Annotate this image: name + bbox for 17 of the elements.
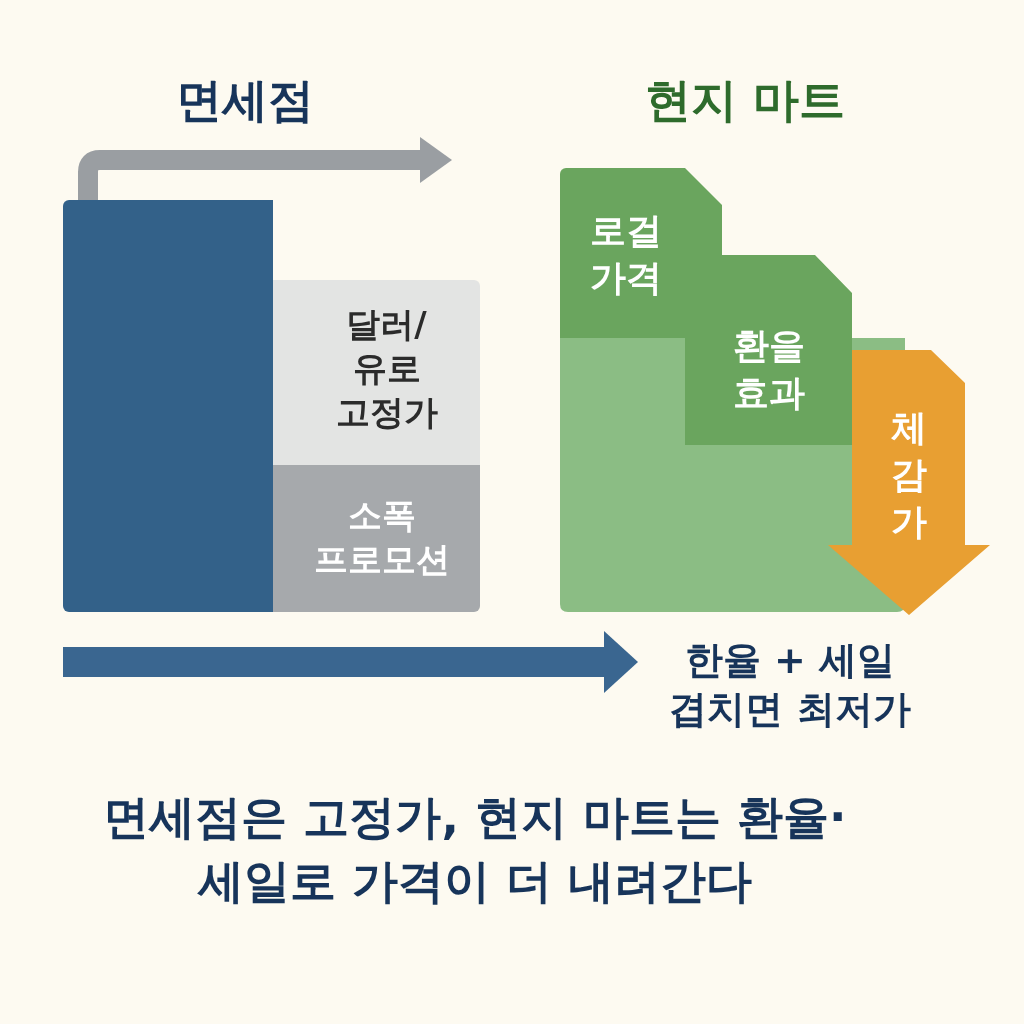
node-text: 달러/유로 고정가 bbox=[334, 303, 439, 435]
node-text: 로걸 가격 bbox=[590, 209, 663, 300]
price-bar bbox=[63, 200, 273, 612]
price-step bbox=[685, 255, 852, 445]
arrow bbox=[78, 137, 452, 200]
node-text: 체감가 bbox=[890, 406, 928, 544]
caption: 면세점은 고정가, 현지 마트는 환율·세일로 가격이 더 내려간다 bbox=[102, 789, 848, 911]
arrow bbox=[63, 631, 638, 693]
node-text: 한율 + 세일 겹치면 최저가 bbox=[668, 637, 912, 734]
node-text: 소폭 프로모션 bbox=[312, 494, 451, 582]
down-arrow bbox=[828, 350, 990, 615]
node-text: 환을 효과 bbox=[731, 324, 806, 415]
column-heading: 면세점 bbox=[175, 72, 315, 129]
price-step bbox=[560, 168, 722, 338]
price-block bbox=[273, 280, 480, 465]
column-heading: 현지 마트 bbox=[644, 72, 846, 129]
price-block bbox=[273, 465, 480, 612]
